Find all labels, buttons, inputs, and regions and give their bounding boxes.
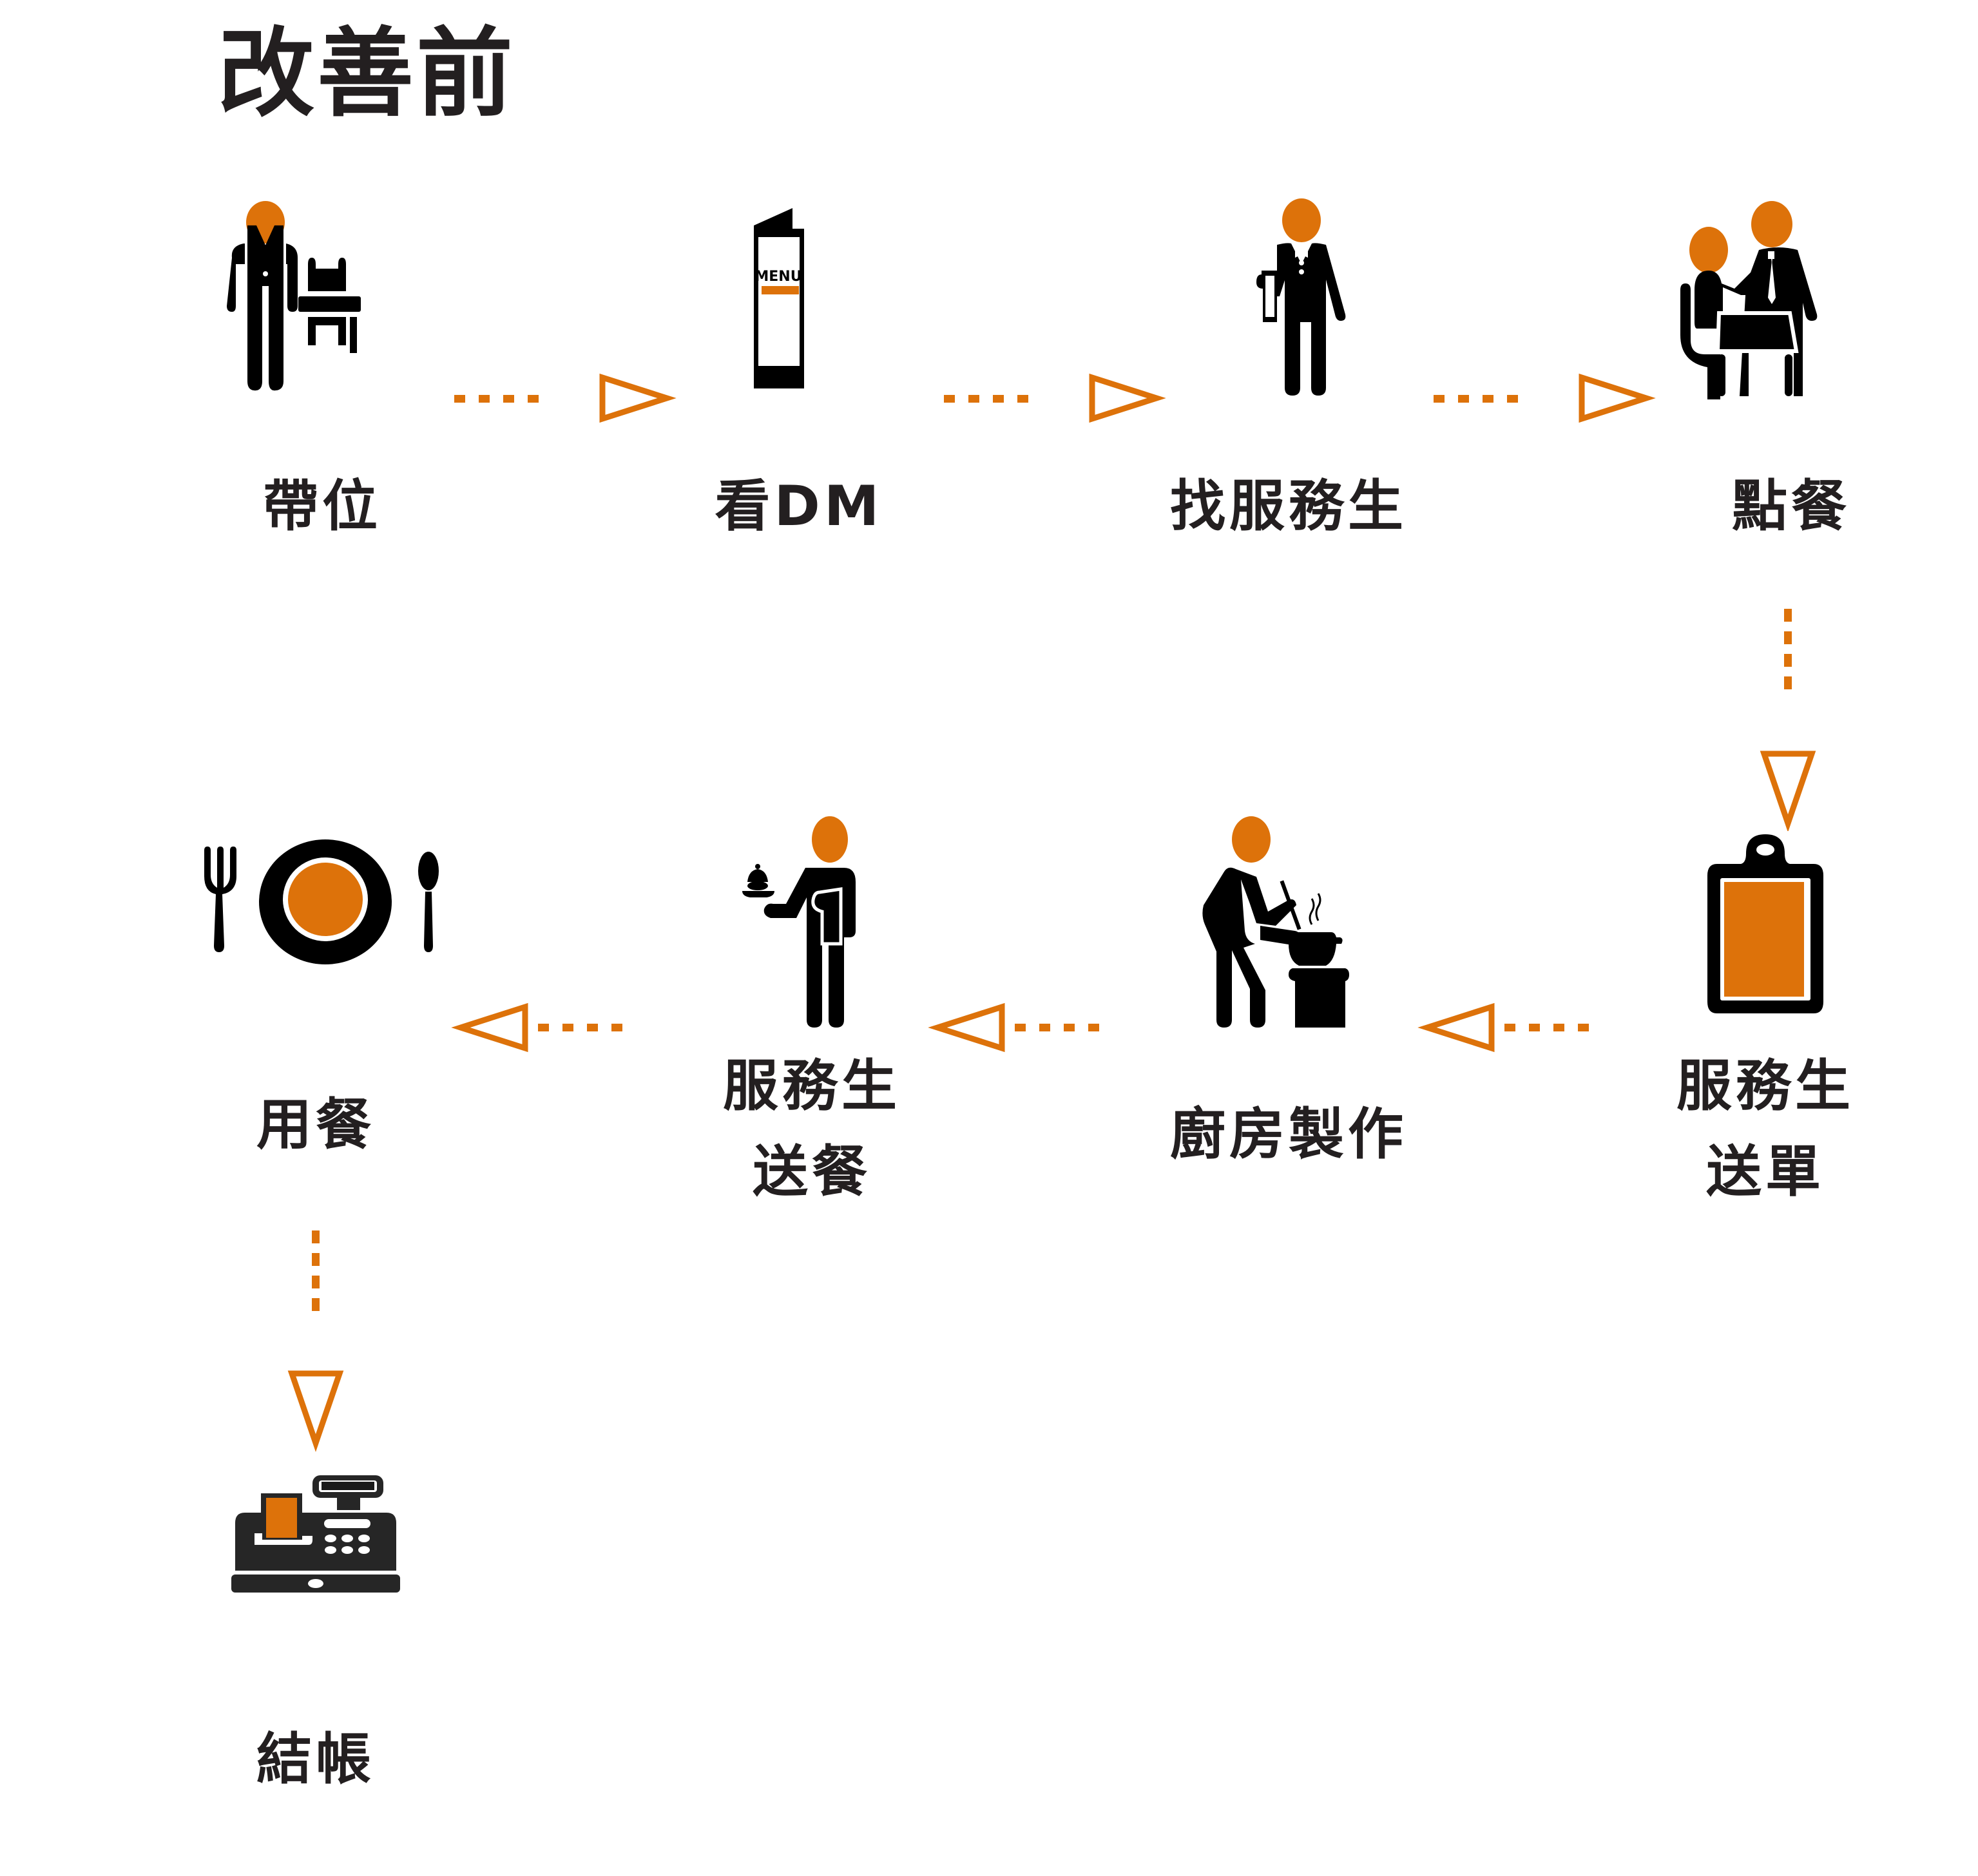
step-label-view-dm: 看DM [715,474,883,539]
order-board-icon [1707,834,1823,1013]
step-label-send-order: 服務生 送單 [1676,1054,1854,1205]
ordering-icon [1680,201,1818,399]
waiter-seating-icon [227,201,361,391]
menu-text: MENU [754,269,802,285]
cash-register-icon [231,1475,400,1593]
step-label-checkout: 結帳 [256,1727,375,1792]
cook-icon [1202,816,1349,1028]
dashed-arrow-down [1760,609,1816,831]
step-label-seating: 帶位 [263,474,381,539]
step-label-dining: 用餐 [256,1093,375,1157]
step-label-serve-food: 服務生 送餐 [723,1054,901,1205]
menu-icon: MENU [754,208,804,388]
page-title: 改善前 [218,18,516,130]
dashed-arrow-down [287,1230,344,1452]
step-label-order: 點餐 [1732,474,1850,539]
step-label-kitchen: 廚房製作 [1170,1102,1407,1167]
dashed-arrow-left [451,1002,622,1053]
dining-plate-icon [204,839,439,964]
dashed-arrow-right [454,373,677,423]
dashed-arrow-right [1434,373,1656,423]
step-label-find-waiter: 找服務生 [1170,474,1407,539]
dashed-arrow-left [928,1002,1099,1053]
waiter-icon [1256,198,1346,396]
dashed-arrow-left [1417,1002,1589,1053]
serving-waiter-icon [742,816,856,1028]
dashed-arrow-right [944,373,1166,423]
